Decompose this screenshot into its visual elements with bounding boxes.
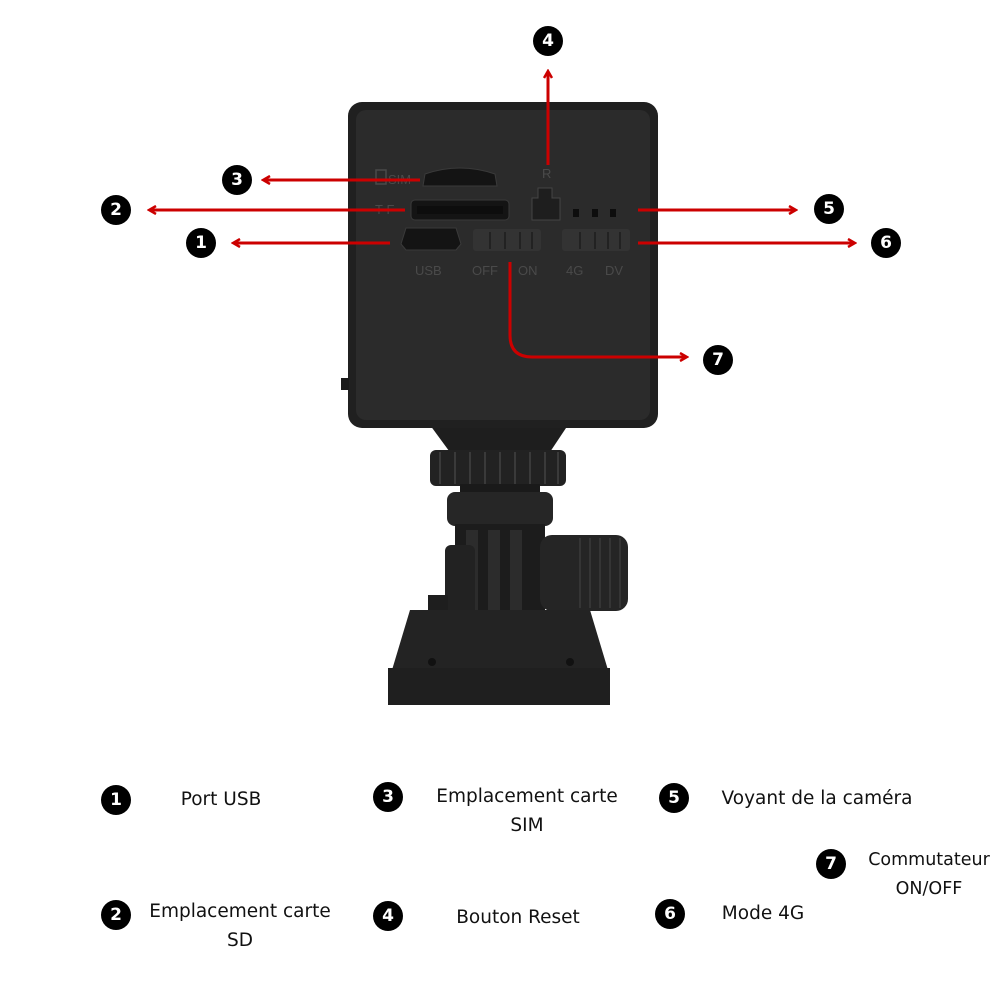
legend-text: Emplacement carte xyxy=(149,901,331,922)
legend-text: Voyant de la caméra xyxy=(721,788,913,809)
off-label: OFF xyxy=(472,263,498,278)
legend-badge-3: 3 xyxy=(373,782,403,812)
callout-7: 7 xyxy=(703,345,733,375)
power-switch xyxy=(473,229,541,251)
dv-label: DV xyxy=(605,263,623,278)
usb-port xyxy=(400,227,462,251)
arrow-7 xyxy=(508,262,686,357)
legend-text: Port USB xyxy=(180,789,262,810)
callout-5: 5 xyxy=(814,194,844,224)
callout-4: 4 xyxy=(533,26,563,56)
usb-label: USB xyxy=(415,263,442,278)
camera-mount xyxy=(388,425,628,705)
legend-text: Bouton Reset xyxy=(456,907,580,928)
legend-item-usb: Port USB xyxy=(181,785,262,814)
legend-text: Emplacement carte xyxy=(436,786,618,807)
legend-text: SIM xyxy=(510,815,544,836)
legend-item-led: Voyant de la caméra xyxy=(722,784,913,813)
reset-label: R xyxy=(542,166,551,181)
legend-text: ON/OFF xyxy=(895,879,963,899)
legend-badge-5: 5 xyxy=(659,783,689,813)
legend-badge-7: 7 xyxy=(816,849,846,879)
led-3 xyxy=(610,209,616,217)
legend-badge-6: 6 xyxy=(655,899,685,929)
legend-badge-4: 4 xyxy=(373,901,403,931)
led-2 xyxy=(592,209,598,217)
reset-button xyxy=(531,187,561,221)
callout-1: 1 xyxy=(186,228,216,258)
legend-text: Commutateur xyxy=(868,850,990,870)
legend-item-4g: Mode 4G xyxy=(722,899,804,928)
callout-3: 3 xyxy=(222,165,252,195)
led-1 xyxy=(573,209,579,217)
legend-badge-1: 1 xyxy=(101,785,131,815)
callout-6: 6 xyxy=(871,228,901,258)
4g-label: 4G xyxy=(566,263,583,278)
legend-badge-2: 2 xyxy=(101,900,131,930)
callout-2: 2 xyxy=(101,195,131,225)
legend-text: Mode 4G xyxy=(721,903,805,924)
sim-slot xyxy=(422,167,498,187)
legend-item-reset: Bouton Reset xyxy=(456,903,580,932)
legend-text: SD xyxy=(227,930,253,951)
on-label: ON xyxy=(518,263,538,278)
camera-body: SIM T-F USB OFF ON R 4G DV xyxy=(341,102,658,428)
